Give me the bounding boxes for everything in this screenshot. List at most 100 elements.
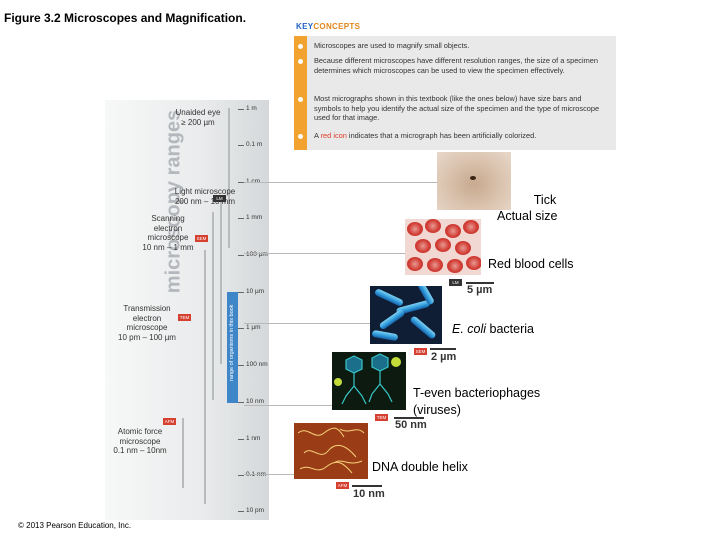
scale-bar (466, 282, 494, 284)
bacterium-rod (371, 329, 399, 342)
scale-tick (238, 255, 244, 256)
light-microscope-name: Light microscope (174, 187, 236, 196)
sem-line: microscope (147, 233, 189, 242)
kc-prefix: A (314, 131, 321, 140)
scale-bar (394, 417, 424, 419)
light-microscope-range-text: 200 nm – 10 mm (174, 196, 236, 206)
e-coli-italic: E. coli (452, 322, 487, 336)
afm-line: microscope (119, 436, 161, 446)
phage-scale-text: 50 nm (395, 419, 427, 431)
dna-strands-drawing (297, 427, 365, 474)
scale-label: 10 nm (246, 398, 265, 405)
rbc-cell (435, 238, 451, 252)
tick-photo (437, 152, 511, 210)
scale-label: 100 µm (246, 251, 268, 258)
rbc-cell (466, 256, 481, 270)
scale-label: 10 µm (246, 288, 265, 295)
tick-actual-size-label: Actual size (497, 209, 558, 223)
lm-badge: LM (449, 279, 462, 286)
tick-bug-icon (470, 176, 476, 180)
book-range-bar (227, 292, 238, 403)
scale-label: 10 pm (246, 507, 265, 514)
tem-line: 10 pm – 100 µm (118, 332, 176, 342)
scale-tick (238, 328, 244, 329)
tem-line: microscope (126, 323, 168, 332)
scale-label: 0.1 m (246, 141, 263, 148)
tem-badge: TEM (178, 314, 191, 321)
sem-line: Scanning (151, 214, 185, 223)
bullet-icon (298, 97, 303, 102)
bullet-icon (298, 59, 303, 64)
key-concept-item: Most micrographs shown in this textbook … (314, 94, 600, 123)
bacterium-rod (409, 315, 437, 340)
sem-label: Scanning electron microscope 10 nm – 1 m… (140, 214, 196, 252)
unaided-eye-label: Unaided eye ≥ 200 µm (170, 108, 226, 127)
light-microscope-range (220, 196, 222, 364)
key-concepts-key: KEY (296, 22, 314, 31)
sem-line: electron (153, 223, 183, 233)
key-concepts-box (294, 36, 616, 150)
guide-line (244, 323, 370, 324)
scale-tick (238, 145, 244, 146)
scale-bar (430, 348, 456, 350)
phage-drawing (334, 353, 401, 405)
scale-label: 1 m (246, 105, 257, 112)
dna-scale-text: 10 nm (353, 488, 385, 500)
key-concept-item: Microscopes are used to magnify small ob… (314, 41, 470, 50)
scale-label: 100 nm (246, 361, 268, 368)
scale-label: 1 µm (246, 324, 261, 331)
tem-badge: TEM (375, 414, 388, 421)
figure-title: Figure 3.2 Microscopes and Magnification… (4, 11, 247, 25)
bacteriophage-photo (332, 352, 406, 410)
copyright: © 2013 Pearson Education, Inc. (18, 521, 132, 530)
scale-label: 1 nm (246, 435, 261, 442)
rbc-scale-text: 5 µm (467, 284, 493, 296)
lm-badge: LM (213, 195, 226, 202)
key-concepts-strip (294, 36, 307, 150)
rbc-cell (427, 258, 443, 272)
rbc-cell (425, 219, 441, 233)
afm-range (182, 418, 184, 488)
rbc-cell (415, 239, 431, 253)
scale-tick (238, 182, 244, 183)
kc-red-icon-text: red icon (320, 131, 347, 140)
scale-tick (238, 292, 244, 293)
guide-line (244, 405, 332, 406)
dna-photo (294, 423, 368, 479)
rbc-cell (447, 259, 463, 273)
sem-line: 10 nm – 1 mm (142, 242, 194, 252)
e-coli-photo (370, 286, 442, 344)
afm-badge: AFM (336, 482, 349, 489)
bacterium-rod (378, 308, 406, 331)
scale-tick (238, 365, 244, 366)
tem-label: Transmission electron microscope 10 pm –… (110, 304, 184, 342)
scale-tick (238, 402, 244, 403)
key-concepts-concepts: CONCEPTS (313, 22, 361, 31)
red-blood-cells-photo (405, 219, 481, 275)
tick-label: Tick (533, 193, 557, 207)
scale-tick (238, 475, 244, 476)
bacterium-rod (373, 287, 405, 308)
bacteriophage-label-2: (viruses) (413, 403, 461, 417)
scale-label: 1 cm (246, 178, 260, 185)
guide-line (244, 474, 294, 475)
sem-badge: SEM (414, 348, 427, 355)
tem-range (204, 250, 206, 504)
e-coli-label: E. coli bacteria (452, 322, 534, 337)
scale-tick (238, 109, 244, 110)
red-blood-cells-label: Red blood cells (488, 257, 574, 271)
unaided-eye-name: Unaided eye (175, 108, 221, 117)
scale-tick (238, 439, 244, 440)
rbc-cell (445, 224, 461, 238)
rbc-cell (455, 241, 471, 255)
guide-line (244, 182, 437, 183)
rbc-cell (407, 257, 423, 271)
afm-line: 0.1 nm – 10nm (113, 446, 167, 455)
sem-badge: SEM (195, 235, 208, 242)
rbc-cell (463, 220, 479, 234)
tem-line: Transmission (123, 304, 171, 313)
scale-tick (238, 218, 244, 219)
unaided-eye-range (228, 108, 230, 248)
scale-bar (352, 485, 382, 487)
scale-label: 1 mm (246, 214, 263, 221)
